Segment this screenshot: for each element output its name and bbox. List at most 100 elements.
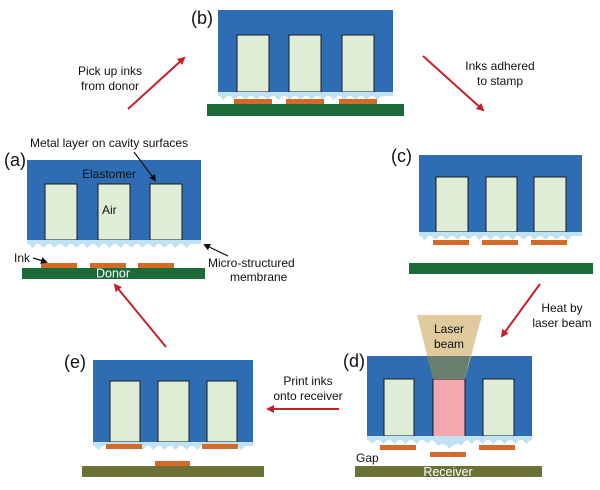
- micro-structured-membrane: [419, 232, 582, 240]
- membrane-tooth: [497, 236, 506, 240]
- membrane-pointer: [203, 243, 229, 257]
- membrane-tooth: [508, 236, 517, 240]
- donor-label: Donor: [96, 267, 130, 281]
- receiver-label: Receiver: [423, 465, 472, 479]
- membrane-tooth: [445, 445, 454, 449]
- micro-structured-membrane: [27, 240, 201, 248]
- membrane-tooth: [160, 446, 169, 450]
- membrane-tooth: [530, 236, 539, 240]
- membrane-tooth: [522, 440, 531, 444]
- air-cavity: [149, 183, 183, 241]
- membrane-tooth: [252, 96, 261, 100]
- membrane-tooth: [171, 446, 180, 450]
- membrane-tooth: [340, 96, 349, 100]
- receiver-substrate: [355, 466, 542, 477]
- air-cavity: [341, 34, 375, 93]
- membrane-tooth: [274, 96, 283, 100]
- step-label-line2: onto receiver: [273, 389, 342, 403]
- step-label-line2: laser beam: [532, 316, 591, 330]
- membrane-band: [93, 442, 253, 446]
- donor-substrate: [22, 268, 205, 279]
- printed-ink: [155, 461, 190, 466]
- panel-a: (a) Donor Metal layer on cavity surfaces…: [4, 136, 295, 284]
- ink-pad: [433, 240, 469, 245]
- membrane-tooth: [160, 244, 169, 248]
- air-cavity: [482, 378, 515, 437]
- membrane-tooth: [237, 446, 246, 450]
- step-label-line2: from donor: [81, 79, 139, 93]
- membrane-tooth: [94, 446, 103, 450]
- membrane-tooth: [362, 96, 371, 100]
- membrane-tooth: [412, 440, 421, 444]
- membrane-label-line2: membrane: [230, 270, 288, 284]
- panel-a-label: (a): [4, 150, 26, 170]
- membrane-tooth: [379, 440, 388, 444]
- ink-pad: [202, 444, 238, 449]
- membrane-band: [27, 240, 201, 244]
- membrane-tooth: [489, 440, 498, 444]
- step-label-line2: to stamp: [477, 74, 523, 88]
- laser-label-line1: Laser: [434, 322, 464, 336]
- step-d-to-e: Print inks onto receiver: [266, 374, 343, 413]
- membrane-tooth: [318, 96, 327, 100]
- membrane-tooth: [193, 446, 202, 450]
- membrane-tooth: [351, 96, 360, 100]
- micro-structured-membrane: [367, 436, 532, 449]
- membrane-tooth: [182, 244, 191, 248]
- air-cavity: [97, 183, 131, 241]
- membrane-tooth: [149, 244, 158, 248]
- membrane-band: [419, 232, 582, 236]
- step-c-to-d: Heat by laser beam: [500, 283, 592, 338]
- air-cavity: [435, 176, 469, 233]
- panel-d-label: (d): [343, 351, 365, 371]
- ink-pointer: [32, 257, 48, 264]
- membrane-tooth: [94, 244, 103, 248]
- ink-pad: [286, 99, 324, 104]
- membrane-band: [367, 436, 532, 440]
- heated-cavity: [432, 378, 466, 443]
- ink-pad: [531, 240, 567, 245]
- membrane-tooth: [83, 244, 92, 248]
- membrane-bulge: [431, 440, 468, 445]
- air-cavity: [236, 34, 270, 93]
- membrane-tooth: [478, 440, 487, 444]
- step-label-line1: Heat by: [541, 301, 582, 315]
- membrane-tooth: [552, 236, 561, 240]
- membrane-tooth: [541, 236, 550, 240]
- panel-b-label: (b): [191, 8, 213, 28]
- micro-structured-membrane: [218, 92, 393, 100]
- membrane-tooth: [475, 236, 484, 240]
- step-arrow: [127, 56, 186, 110]
- ink-pad: [380, 445, 416, 450]
- membrane-tooth: [368, 440, 377, 444]
- membrane-tooth: [307, 96, 316, 100]
- membrane-tooth: [401, 440, 410, 444]
- membrane-tooth: [171, 244, 180, 248]
- step-label-line1: Pick up inks: [78, 64, 142, 78]
- membrane-tooth: [563, 236, 572, 240]
- membrane-tooth: [511, 440, 520, 444]
- membrane-tooth: [329, 96, 338, 100]
- membrane-tooth: [182, 446, 191, 450]
- panel-b: (b): [191, 8, 404, 116]
- receiver-substrate: [82, 466, 264, 477]
- membrane-tooth: [230, 96, 239, 100]
- elastomer-label: Elastomer: [82, 167, 136, 181]
- air-cavity: [383, 378, 415, 437]
- membrane-label-line1: Micro-structured: [208, 256, 295, 270]
- step-e-to-a: [113, 283, 167, 348]
- donor-substrate: [207, 104, 404, 116]
- air-cavity: [288, 34, 322, 93]
- membrane-band: [218, 92, 393, 96]
- gap-label: Gap: [356, 451, 379, 465]
- membrane-tooth: [28, 244, 37, 248]
- air-cavity: [109, 380, 141, 443]
- air-cavity: [485, 176, 518, 233]
- membrane-tooth: [296, 96, 305, 100]
- ink-label: Ink: [14, 251, 31, 265]
- membrane-tooth: [50, 244, 59, 248]
- membrane-tooth: [486, 236, 495, 240]
- membrane-tooth: [116, 244, 125, 248]
- membrane-tooth: [373, 96, 382, 100]
